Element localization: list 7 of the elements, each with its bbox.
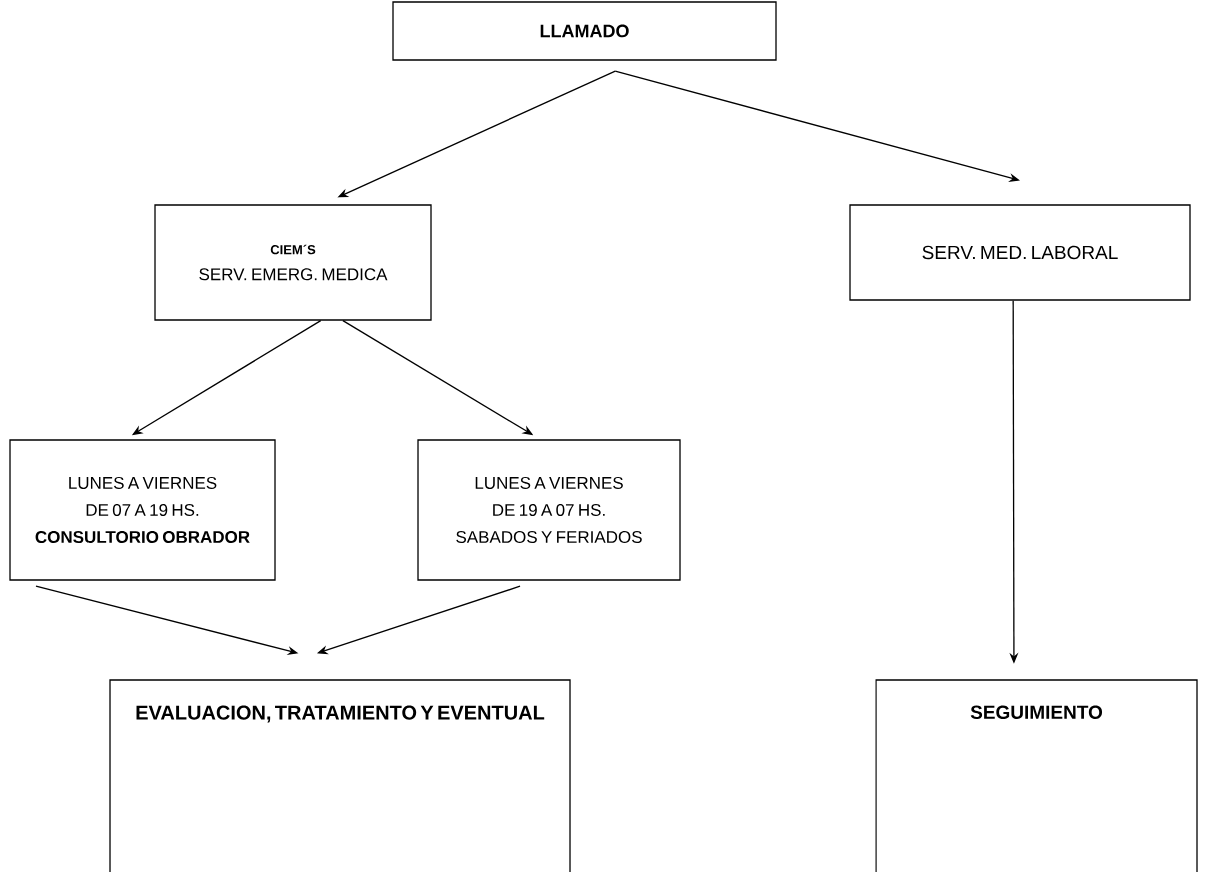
process-box: EVALUACION, TRATAMIENTO Y EVENTUAL (109, 679, 571, 872)
process-box: LLAMADO (392, 1, 777, 61)
process-box: LUNES A VIERNES DE 19 A 07 HS. SABADOS Y FERIADOS (417, 439, 681, 581)
process-box: LUNES A VIERNES DE 07 A 19 HS. CONSULTORIO OBRADOR (9, 439, 276, 581)
process-box: SERV. MED. LABORAL (849, 204, 1191, 301)
process-box: CIEM´S SERV. EMERG. MEDICA (154, 204, 432, 321)
process-box: SEGUIMIENTO (875, 679, 1198, 872)
